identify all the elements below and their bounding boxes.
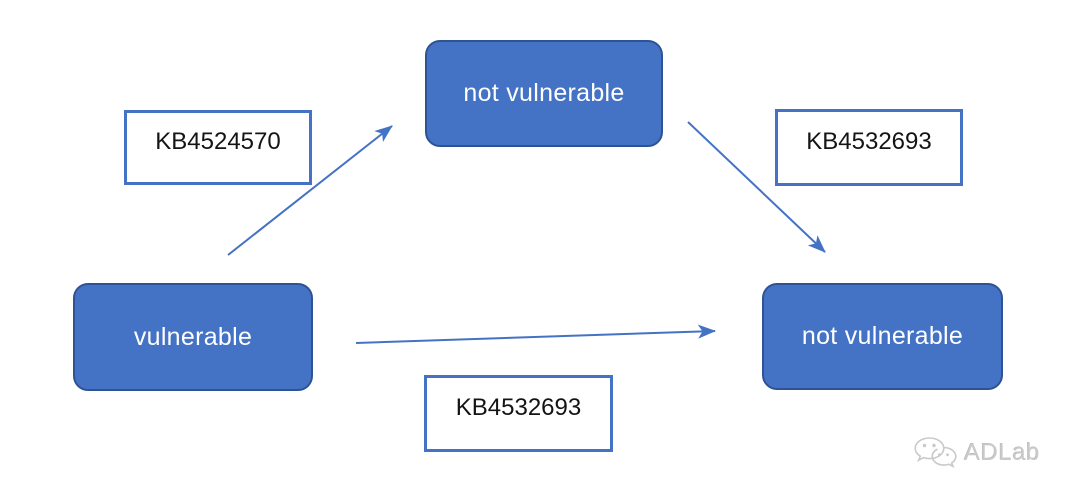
arrow-vulnerable-to-not-vulnerable-right — [355, 324, 716, 344]
node-vulnerable: vulnerable — [73, 283, 313, 391]
node-label: not vulnerable — [801, 322, 964, 350]
edge-label-text: KB4532693 — [806, 127, 932, 155]
edge-label-kb4524570: KB4524570 — [124, 110, 312, 185]
edge-label-kb4532693-bottom: KB4532693 — [424, 375, 613, 452]
node-label: not vulnerable — [463, 79, 625, 107]
node-label: vulnerable — [133, 322, 253, 351]
node-not-vulnerable-top: not vulnerable — [425, 40, 663, 147]
node-not-vulnerable-right: not vulnerable — [762, 283, 1003, 390]
edge-label-text: KB4532693 — [455, 393, 582, 421]
watermark: ADLab — [908, 436, 1040, 470]
edge-label-text: KB4524570 — [155, 127, 281, 155]
watermark-text: ADLab — [964, 439, 1040, 466]
wechat-icon — [914, 437, 957, 469]
edge-label-kb4532693-right: KB4532693 — [775, 109, 963, 186]
